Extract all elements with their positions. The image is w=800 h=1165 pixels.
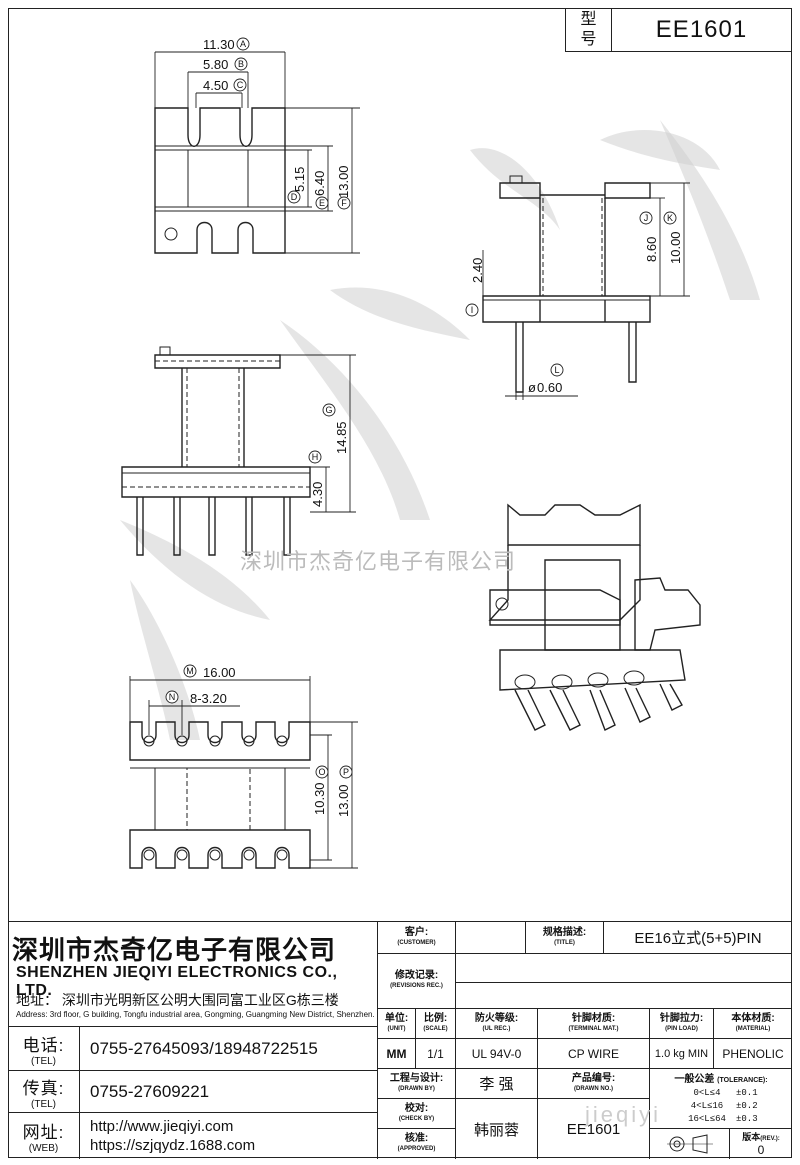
svg-text:I: I [471,305,474,315]
svg-text:O: O [318,767,325,777]
dim-b: 5.80 [203,57,228,72]
svg-text:G: G [325,405,332,415]
ul-value: UL 94V-0 [456,1039,538,1069]
dim-n: 8-3.20 [190,691,227,706]
side-view: 8.60 J 10.00 K 2.40 I 0.60 ø L [465,175,690,400]
svg-text:ø: ø [528,380,536,395]
check-header: 校对:(CHECK BY) [378,1099,456,1129]
dim-l: 0.60 [537,380,562,395]
projection-symbol [650,1129,730,1159]
dim-m: 16.00 [203,665,236,680]
svg-text:E: E [319,198,325,208]
watermark-logo [120,120,760,740]
approved-header: 核准:(APPROVED) [378,1129,456,1159]
isometric-view [488,503,701,731]
revisions-header: 修改记录:(REVISIONS REC.) [378,954,456,1009]
terminal-value: CP WIRE [538,1039,650,1069]
title-block: 深圳市杰奇亿电子有限公司 SHENZHEN JIEQIYI ELECTRONIC… [8,921,792,1159]
unit-value: MM [378,1039,416,1069]
dim-h: 4.30 [310,482,325,507]
watermark-url: jieqiyi [585,1102,662,1127]
tel-value: 0755-27645093/18948722515 [90,1038,318,1058]
tel-label: 电话: [22,1035,65,1055]
model-label-2: 号 [580,31,597,48]
dim-d: 5.15 [292,167,307,192]
svg-text:C: C [237,80,244,90]
company-block: 深圳市杰奇亿电子有限公司 SHENZHEN JIEQIYI ELECTRONIC… [8,922,378,1159]
company-address: 地址： 深圳市光明新区公明大围同富工业区G栋三楼 [16,990,339,1010]
pin-load-value: 1.0 kg MIN [650,1039,714,1069]
watermark-text: 深圳市杰奇亿电子有限公司 [240,549,517,574]
web-link-1[interactable]: http://www.jieqiyi.com [90,1118,234,1135]
model-label-1: 型 [580,11,597,28]
bottom-view: M 16.00 N 8-3.20 10.30 O 13.00 P [129,664,358,869]
company-name-en: SHENZHEN JIEQIYI ELECTRONICS CO., LTD. [16,964,338,999]
dim-g: 14.85 [334,421,349,454]
web-row: 网址:(WEB) http://www.jieqiyi.com https://… [8,1112,378,1159]
top-view: 11.30 A 5.80 B 4.50 C 5.15 D 6.40 E 13.0… [154,37,360,254]
fax-value: 0755-27609221 [90,1081,210,1101]
technical-drawing: .ln{stroke:#222;stroke-width:1.4;fill:no… [120,37,760,869]
tel-row: 电话:(TEL) 0755-27645093/18948722515 [8,1026,378,1070]
dim-f: 13.00 [336,165,351,198]
dim-c: 4.50 [203,78,228,93]
svg-text:L: L [554,365,559,375]
company-name: 深圳市杰奇亿电子有限公司 [12,935,337,965]
svg-text:F: F [341,198,347,208]
model-label: 型 号 [566,9,612,51]
title-header: 规格描述:(TITLE) [526,922,604,954]
web-label: 网址: [22,1123,65,1142]
dim-a: 11.30 [203,37,235,52]
unit-header: 单位:(UNIT) [378,1009,416,1039]
dim-o: 10.30 [312,782,327,815]
rev-value: 0 [757,1143,765,1157]
web-label-en: (WEB) [28,1143,59,1154]
check-value: 韩丽蓉 [456,1099,538,1159]
svg-text:M: M [186,666,194,676]
dim-k: 10.00 [668,231,683,264]
tolerance-cell: 一般公差 (TOLERANCE): 0<L≤4±0.1 4<L≤16±0.2 1… [650,1069,792,1129]
svg-text:B: B [238,59,244,69]
scale-header: 比例:(SCALE) [416,1009,456,1039]
svg-text:A: A [240,39,246,49]
fax-label-en: (TEL) [31,1098,56,1110]
address-label: 地址： [16,992,58,1008]
address-value: 深圳市光明新区公明大围同富工业区G栋三楼 [61,992,339,1008]
dim-p: 13.00 [336,784,351,817]
scale-value: 1/1 [416,1039,456,1069]
dim-i: 2.40 [470,258,485,283]
rev-cell: 版本(REV.): 0 [742,1132,780,1157]
customer-value [456,922,526,954]
svg-text:D: D [291,192,298,202]
svg-text:K: K [667,213,673,223]
fax-row: 传真:(TEL) 0755-27609221 [8,1070,378,1112]
material-header: 本体材质:(MATERIAL) [714,1009,792,1039]
pin-load-header: 针脚拉力:(PIN LOAD) [650,1009,714,1039]
svg-text:J: J [644,213,649,223]
svg-text:N: N [169,692,176,702]
part-no-value: EE1601 [538,1099,650,1159]
ul-header: 防火等级:(UL REC.) [456,1009,538,1039]
dim-e: 6.40 [312,171,327,196]
terminal-header: 针脚材质:(TERMINAL MAT.) [538,1009,650,1039]
web-link-2[interactable]: https://szjqydz.1688.com [90,1137,256,1154]
part-no-header: 产品编号:(DRAWN NO.) [538,1069,650,1099]
svg-text:P: P [343,767,349,777]
svg-text:H: H [312,452,319,462]
drawing-frame [8,8,792,1158]
model-number: EE1601 [655,16,748,43]
projection-icon [666,1134,713,1154]
material-value: PHENOLIC [714,1039,792,1069]
company-address-en: Address: 3rd floor, G building, Tongfu i… [16,1010,375,1019]
title-value: EE16立式(5+5)PIN [604,922,792,954]
drawn-header: 工程与设计:(DRAWN BY) [378,1069,456,1099]
drawn-value: 李 强 [456,1069,538,1099]
front-view: 14.85 G 4.30 H [121,346,356,556]
model-box: 型 号 EE1601 [565,8,792,52]
spec-grid: 客户:(CUSTOMER) 规格描述:(TITLE) EE16立式(5+5)PI… [378,922,792,1159]
fax-label: 传真: [22,1078,65,1098]
dim-j: 8.60 [644,237,659,262]
customer-header: 客户:(CUSTOMER) [378,922,456,954]
tel-label-en: (TEL) [31,1055,56,1067]
